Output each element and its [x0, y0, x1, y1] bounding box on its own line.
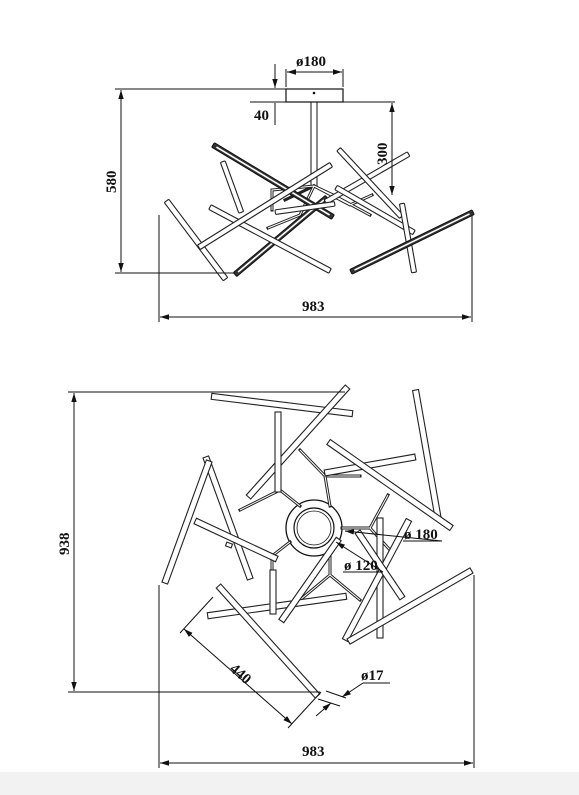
footer-bar [0, 772, 579, 795]
dim-top-width: 983 [158, 575, 475, 768]
technical-drawing: ø180 40 300 580 983 [57, 54, 475, 768]
side-arms [266, 183, 374, 230]
dim-hub-inner: ø 120 [335, 541, 384, 574]
dim-total-height-label: 580 [104, 171, 120, 194]
dim-hub-inner-label: ø 120 [344, 558, 378, 574]
top-view: 938 983 440 ø17 ø 180 [57, 384, 475, 768]
dim-hub-outer-label: ø 180 [404, 527, 438, 543]
dim-hub-outer: ø 180 [344, 527, 443, 543]
dim-stem-height: 300 [343, 101, 395, 195]
dim-canopy-diameter: ø180 [285, 54, 344, 87]
dim-top-width-label: 983 [302, 744, 325, 760]
side-rods [164, 142, 475, 281]
dim-rod-diameter: ø17 [315, 668, 390, 717]
dim-rod-diameter-label: ø17 [361, 668, 384, 684]
side-view: ø180 40 300 580 983 [104, 54, 475, 322]
dim-rod-length-label: 440 [226, 661, 253, 688]
dim-total-height: 580 [104, 88, 286, 274]
dim-top-depth-label: 938 [57, 533, 73, 556]
dim-stem-height-label: 300 [375, 143, 391, 166]
dim-side-width: 983 [158, 215, 473, 322]
dim-canopy-height-label: 40 [254, 108, 269, 124]
top-rods [161, 384, 474, 699]
dim-canopy-diameter-label: ø180 [296, 54, 326, 70]
canopy [285, 88, 344, 103]
dim-side-width-label: 983 [302, 299, 325, 315]
dim-canopy-height: 40 [250, 64, 286, 125]
hub-inner [293, 507, 335, 549]
